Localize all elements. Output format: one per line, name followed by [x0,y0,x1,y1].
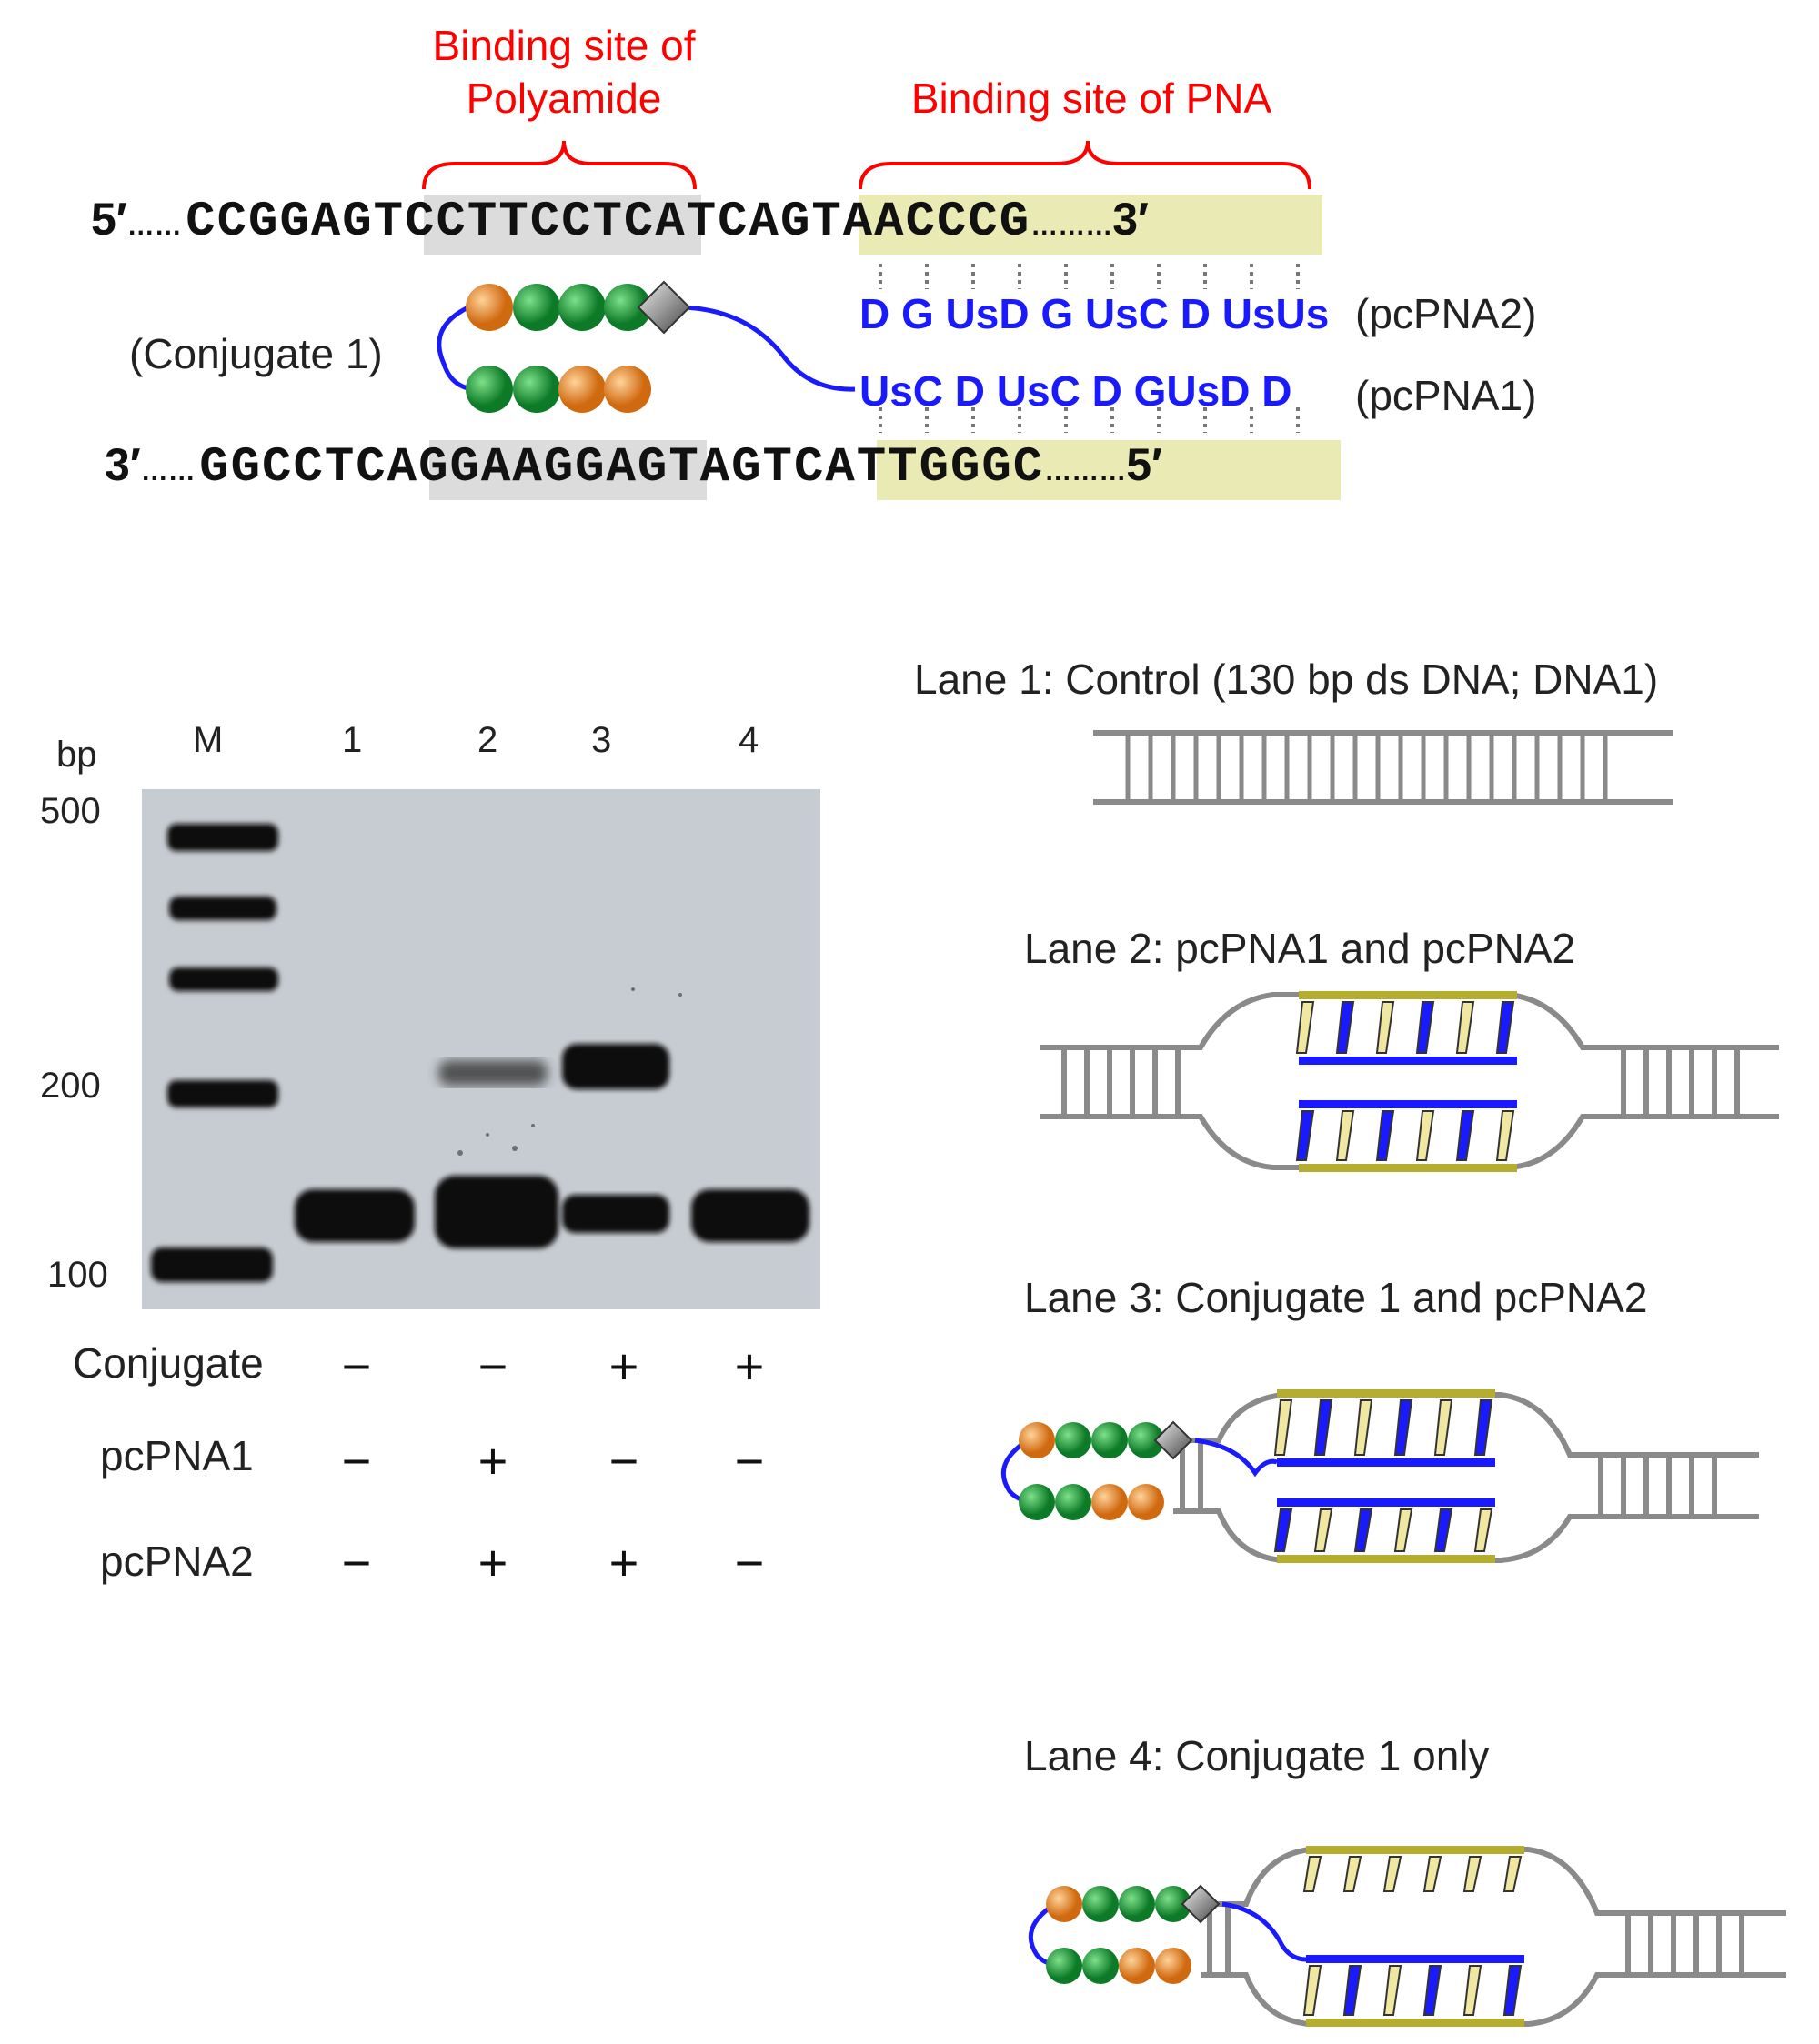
pna-box-top [859,195,1322,255]
bottom-flank-right: GGGC [919,440,1045,496]
marker-ladder [151,824,278,1282]
sign-pcpna1-3: − [608,1432,639,1489]
lane-header-m: M [193,720,224,760]
lane4-caption: Lane 4: Conjugate 1 only [1024,1732,1490,1779]
sign-pcpna2-2: + [477,1534,508,1591]
lane-header-2: 2 [477,720,498,760]
top-flank-right: CCCG [905,195,1031,250]
sign-conjugate-4: + [734,1338,765,1395]
sign-pcpna2-4: − [734,1534,765,1591]
top-strand: 5′…… CCGGAGTCCTTCCTCATCAGTAACCCG………3′ [91,193,1149,256]
marker-500: 500 [40,791,101,831]
conjugate-label: (Conjugate 1) [129,330,383,377]
row-label-pcpna2: pcPNA2 [100,1538,254,1585]
bottom-strand: 3′…… GGCCTCAGGAAGGAGTAGTCATTGGGC………5′ [105,438,1162,502]
pcpna1-sequence: UsC D UsC D GUsD D [859,367,1292,415]
lane2-caption: Lane 2: pcPNA1 and pcPNA2 [1024,925,1576,972]
top-brackets [422,140,1341,500]
conjugate-hairpin [437,280,856,413]
sign-pcpna2-3: + [608,1534,639,1591]
lane-header-1: 1 [342,720,363,760]
top-poly: AGTCCT [310,195,499,250]
polyamide-box-bottom [429,440,707,500]
lane3-caption: Lane 3: Conjugate 1 and pcPNA2 [1024,1274,1648,1321]
pna-site-label: Binding site of PNA [910,75,1272,122]
bottom-mid: AGG [512,440,607,496]
sign-conjugate-2: − [477,1338,508,1395]
row-label-conjugate: Conjugate [73,1339,264,1387]
top-three-prime: 3′ [1112,194,1150,245]
top-mid: TCC [498,195,593,250]
lane-bands [295,1044,809,1248]
row-label-pcpna1: pcPNA1 [100,1432,254,1479]
bottom-dots-right: ……… [1044,456,1127,486]
bottom-flank-left: GGCC [199,440,325,496]
pna-brace [859,140,1311,190]
lane2-band-lower [435,1176,558,1248]
polyamide-brace [422,140,697,190]
pcpna2-sequence: D G UsD G UsC D UsUs [859,290,1330,337]
top-five-prime: 5′ [91,194,127,245]
lane3-band-upper [562,1044,669,1089]
lane3-band-lower [562,1195,669,1233]
sign-conjugate-3: + [608,1338,639,1395]
bottom-dots-left: …… [140,456,196,486]
lane2-complex [1040,991,1779,1172]
top-dots-right: ……… [1030,211,1113,241]
lane2-band-upper [438,1060,548,1086]
lane1-band [295,1189,415,1242]
polyamide-box-top [424,195,701,255]
lane1-dsdna [1093,730,1673,805]
sign-conjugate-1: − [341,1338,372,1395]
pcpna2-label: (pcPNA2) [1355,290,1537,337]
polyamide-site-label: Binding site of Polyamide [432,22,696,122]
marker-200: 200 [40,1066,101,1106]
sign-pcpna1-1: − [341,1432,372,1489]
sign-pcpna1-4: − [734,1432,765,1489]
lane-header-4: 4 [739,720,759,760]
bottom-five-prime: 5′ [1126,439,1163,490]
bottom-poly: TCAGGA [324,440,513,496]
marker-100: 100 [47,1255,108,1295]
sign-pcpna1-2: + [477,1432,508,1489]
lane4-band [691,1189,809,1242]
lane4-complex [1028,1846,1786,2027]
top-pna: TCATCAGTAA [592,195,906,250]
bottom-three-prime: 3′ [105,439,141,490]
gel-image [142,789,820,1309]
top-flank-left: CCGG [186,195,311,250]
lane3-complex [1000,1389,1759,1563]
lane1-caption: Lane 1: Control (130 bp ds DNA; DNA1) [914,656,1659,703]
pcpna1-label: (pcPNA1) [1355,372,1537,419]
top-dots-left: …… [126,211,182,241]
lane2-pna-top [1295,991,1517,1172]
bp-label: bp [56,735,97,775]
pna-box-bottom [877,440,1341,500]
lane-header-3: 3 [591,720,612,760]
bottom-pna: AGTAGTCATT [606,440,920,496]
sign-pcpna2-1: − [341,1534,372,1591]
